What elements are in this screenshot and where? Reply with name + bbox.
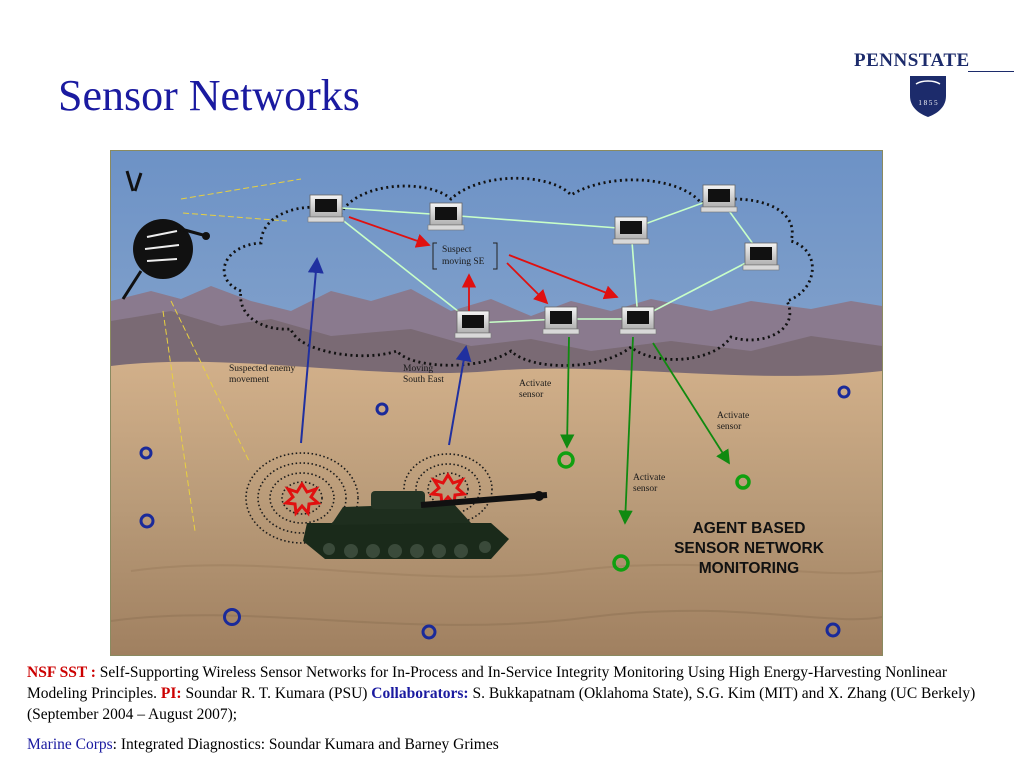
marine-paragraph: Marine Corps: Integrated Diagnostics: So… [27,734,1002,755]
suspect-label-line-2: moving SE [442,257,485,267]
enemy-label-line-2: movement [229,375,269,385]
sensor-network-figure: Suspect moving SE Suspected enemy moveme… [110,150,883,656]
marine-corps-text: : Integrated Diagnostics: Soundar Kumara… [112,736,499,753]
nsf-text: Self-Supporting Wireless Sensor Networks… [27,664,948,702]
node-computer-icon [427,202,465,231]
activate-label-3-line-1: Activate [633,473,665,483]
node-computer-icon [700,184,738,213]
network-diagram: Suspect moving SE Suspected enemy moveme… [111,151,882,655]
collaborators-text: S. Bukkapatnam (Oklahoma State), S.G. Ki… [27,685,976,723]
activate-arrows [560,336,730,525]
activate-label-1-line-1: Activate [519,379,551,389]
node-computer-icon [307,194,345,223]
collaborators-label: Collaborators: [371,685,469,702]
active-sensors [557,451,751,572]
alert-arrows [348,216,619,311]
desert-sand [111,361,882,655]
moving-label-line-1: Moving [403,364,433,374]
slide-title: Sensor Networks [58,71,360,120]
node-computer-icon [742,242,780,271]
marine-corps-label: Marine Corps [27,736,113,753]
diagram-title-line-2: SENSOR NETWORK [674,540,825,557]
node-computer-icon [454,310,492,339]
shield-icon: 1 8 5 5 [910,76,946,117]
idle-sensors [139,385,851,640]
diagram-title-line-1: AGENT BASED [693,520,806,537]
logo-year: 1 8 5 5 [918,99,938,107]
enemy-label-line-1: Suspected enemy [229,364,295,374]
activate-label-2-line-1: Activate [717,411,749,421]
satellite-icon [121,170,210,300]
moving-label-line-2: South East [403,375,444,385]
activate-label-1-line-2: sensor [519,390,544,400]
pi-text: Soundar R. T. Kumara (PSU) [185,685,368,702]
pi-label: PI: [160,685,182,702]
node-computer-icon [619,306,657,335]
logo-wordmark: PENNSTATE [854,50,970,71]
diagram-title-line-3: MONITORING [699,560,799,577]
pennstate-logo: PENNSTATE 1 8 5 5 [848,44,1018,124]
enemy-arrows [300,257,472,446]
logo-rule [968,71,1014,72]
network-cloud [222,176,814,367]
node-computer-icon [542,306,580,335]
nsf-paragraph: NSF SST : Self-Supporting Wireless Senso… [27,662,1002,725]
activate-label-2-line-2: sensor [717,422,742,432]
slide-caption: NSF SST : Self-Supporting Wireless Senso… [27,662,1002,764]
target-burst-icon [282,472,468,517]
nsf-label: NSF SST : [27,664,96,681]
tank-icon [303,491,548,559]
activate-label-3-line-2: sensor [633,484,658,494]
node-computer-icon [612,216,650,245]
suspect-label-line-1: Suspect [442,245,472,255]
suspect-label-box: Suspect moving SE [432,242,498,270]
